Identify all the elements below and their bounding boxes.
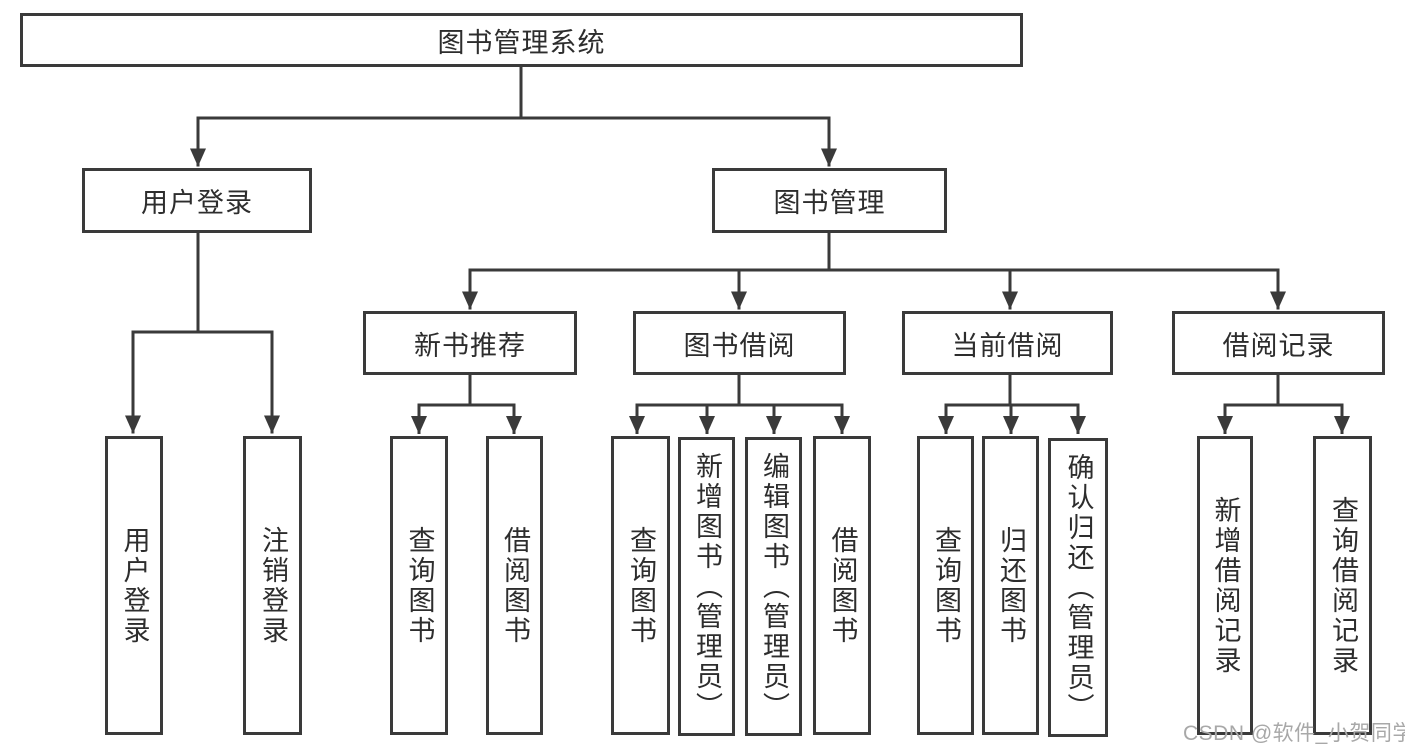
leaf-recommend-borrow-books: 借阅图书: [486, 436, 543, 735]
leaf-return-books: 归还图书: [982, 436, 1039, 735]
leaf-query-borrow-record: 查询借阅记录: [1313, 436, 1372, 735]
csdn-watermark: CSDN @软件_小贺同学: [1183, 722, 1405, 745]
node-new-book-recommend: 新书推荐: [363, 311, 577, 375]
node-borrow-records: 借阅记录: [1172, 311, 1385, 375]
leaf-edit-book-admin: 编辑图书（管理员）: [745, 437, 802, 736]
node-current-borrow: 当前借阅: [902, 311, 1113, 375]
leaf-user-login: 用户登录: [105, 436, 163, 735]
leaf-borrow-query-books: 查询图书: [611, 436, 670, 735]
leaf-add-book-admin: 新增图书（管理员）: [678, 437, 735, 736]
node-user-login: 用户登录: [82, 168, 312, 233]
leaf-confirm-return-admin: 确认归还（管理员）: [1048, 438, 1108, 737]
leaf-current-query-books: 查询图书: [917, 436, 974, 735]
node-book-borrow: 图书借阅: [633, 311, 846, 375]
leaf-add-borrow-record: 新增借阅记录: [1197, 436, 1253, 735]
node-root-library-management-system: 图书管理系统: [20, 13, 1023, 67]
leaf-borrow-borrow-books: 借阅图书: [813, 436, 871, 735]
leaf-recommend-query-books: 查询图书: [390, 436, 448, 735]
node-book-management: 图书管理: [712, 168, 947, 233]
leaf-logout: 注销登录: [243, 436, 302, 735]
